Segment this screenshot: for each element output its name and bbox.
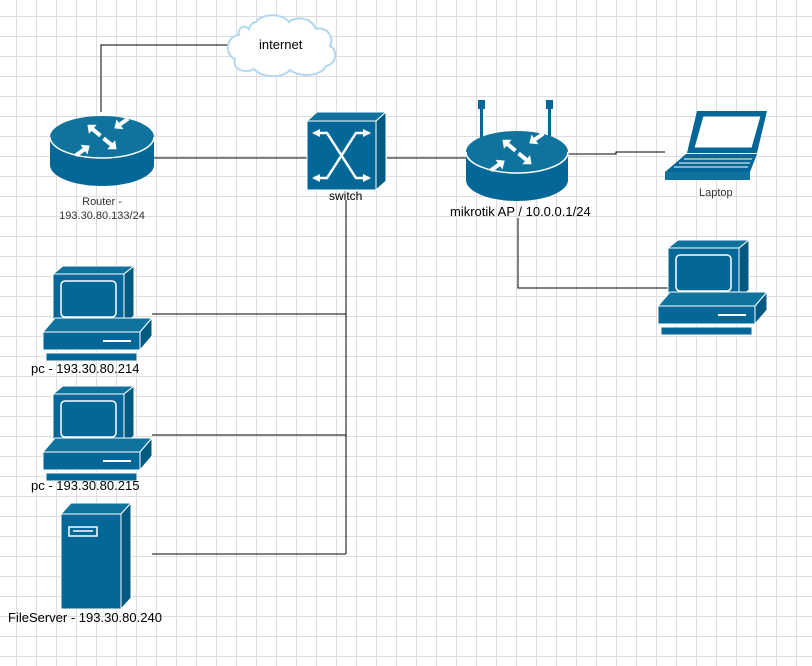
link-ap-pc-wireless[interactable] xyxy=(517,218,693,289)
laptop-label: Laptop xyxy=(699,187,733,199)
wireless-router-icon[interactable] xyxy=(465,100,569,201)
router-icon[interactable] xyxy=(49,113,155,186)
ap-label: mikrotik AP / 10.0.0.1/24 xyxy=(450,204,591,219)
fileserver-label: FileServer - 193.30.80.240 xyxy=(8,610,162,625)
server-tower-icon[interactable] xyxy=(59,501,133,611)
cloud-icon[interactable] xyxy=(227,14,337,78)
pc2-label: pc - 193.30.80.215 xyxy=(31,478,140,493)
internet-label: internet xyxy=(259,37,303,52)
link-ap-laptop[interactable] xyxy=(568,151,665,155)
laptop-icon[interactable] xyxy=(665,111,767,180)
switch-label: switch xyxy=(329,189,363,203)
desktop-pc-icon[interactable] xyxy=(41,264,154,362)
link-router-internet[interactable] xyxy=(100,44,228,112)
switch-icon[interactable] xyxy=(305,110,388,192)
pc1-label: pc - 193.30.80.214 xyxy=(31,361,140,376)
desktop-pc-icon[interactable] xyxy=(41,384,154,482)
desktop-pc-icon[interactable] xyxy=(656,238,769,336)
router-label: Router - 193.30.80.133/24 xyxy=(59,196,145,222)
